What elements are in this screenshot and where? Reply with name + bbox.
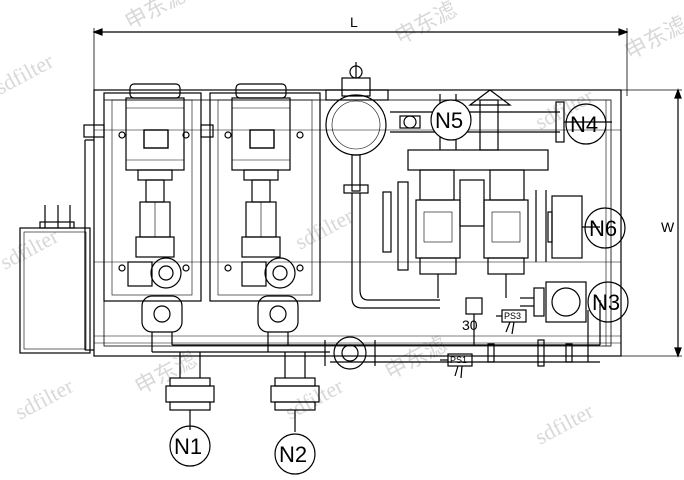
ps1-label: PS1 <box>450 355 467 365</box>
watermark-text: 申东滤 <box>121 0 191 34</box>
watermark-text: sdfilter <box>11 373 78 425</box>
watermark-text: 申东滤 <box>391 0 461 49</box>
suction-valve-n2 <box>270 377 320 432</box>
ps3-label: PS3 <box>504 311 521 321</box>
nozzle-label-n5: N5 <box>435 108 463 133</box>
width-label: W <box>661 219 675 235</box>
watermark-text: 申东滤 <box>381 331 451 384</box>
item-30-fitting <box>465 297 483 345</box>
pressure-switch-ps3 <box>496 309 527 335</box>
accumulator-tank <box>325 62 440 309</box>
discharge-header <box>324 300 601 370</box>
watermark-text: sdfilter <box>281 373 348 425</box>
pressure-switch-ps1 <box>440 353 473 379</box>
pump-motor-unit-2 <box>209 83 321 302</box>
duplex-filter <box>382 149 549 298</box>
nozzle-label-n4: N4 <box>570 112 598 137</box>
dimension-width <box>612 88 682 358</box>
n3-valve <box>520 281 587 323</box>
nozzle-circle-n3 <box>587 281 629 323</box>
item-30-label: 30 <box>462 317 478 333</box>
length-label: L <box>350 14 358 30</box>
nozzle-label-n6: N6 <box>589 216 617 241</box>
watermark-text: sdfilter <box>0 223 63 275</box>
suction-valve-n1 <box>165 377 215 430</box>
dimension-length <box>92 28 629 96</box>
watermark-text: sdfilter <box>291 203 358 255</box>
pump-motor-unit-1 <box>83 83 214 302</box>
nozzle-circle-n1 <box>169 425 211 467</box>
watermark-text: 申东滤 <box>621 11 684 64</box>
nozzle-circle-n5 <box>430 99 472 141</box>
nozzle-label-n3: N3 <box>592 290 620 315</box>
control-box <box>19 205 91 354</box>
nozzle-circle-n6 <box>584 207 626 249</box>
watermark-text: sdfilter <box>0 48 58 100</box>
nozzle-circle-n2 <box>274 433 316 475</box>
watermark-text: sdfilter <box>531 398 598 450</box>
inlet-piping <box>141 295 330 378</box>
nozzle-label-n2: N2 <box>279 442 307 467</box>
nozzle-label-n1: N1 <box>174 434 202 459</box>
nozzle-circle-n4 <box>565 103 607 145</box>
